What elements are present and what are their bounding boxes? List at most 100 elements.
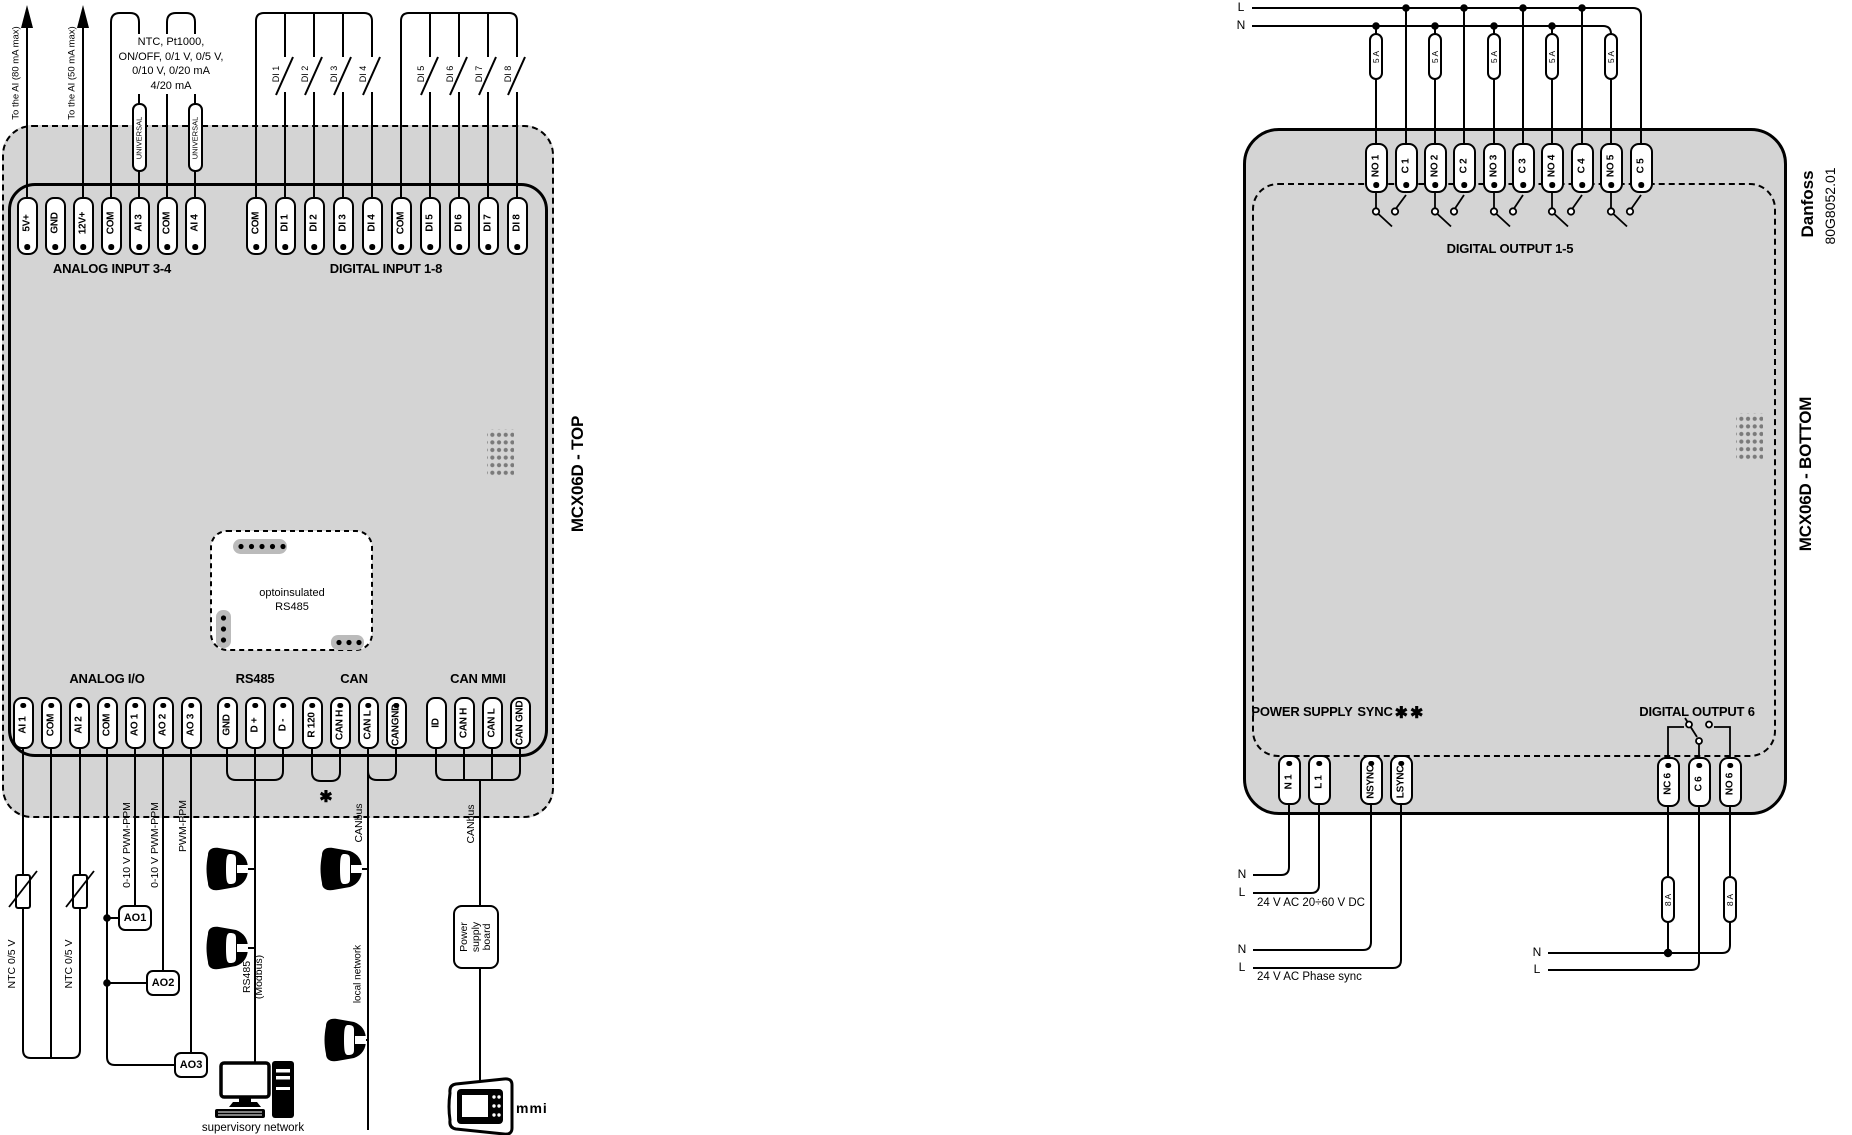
terminal-com-di1-4: COM: [245, 197, 267, 255]
terminal-dot: [76, 702, 82, 708]
terminal-dot: [24, 244, 30, 250]
unit-title-bottom: MCX06D - BOTTOM: [1796, 396, 1815, 552]
opto-label-line2: RS485: [275, 601, 309, 613]
power-supply-wiring: [1253, 800, 1402, 969]
terminal-com-2: COM: [96, 697, 118, 749]
supply-voltage-label: 24 V AC 20÷60 V DC: [1257, 897, 1365, 909]
fan-icon: [324, 1018, 366, 1062]
arrow-up-icon: [21, 5, 33, 28]
fuse-8a: 8 A: [1723, 876, 1737, 923]
wire-label-ao2-type: 0-10 V PWM-PPM: [149, 802, 161, 888]
sync-n-label: N: [1237, 942, 1247, 956]
fuse-8a: 8 A: [1661, 876, 1675, 923]
terminal-dot: [1398, 760, 1404, 766]
terminal-mmi-can-gnd: CAN GND: [509, 697, 531, 749]
terminal-di7: DI 7: [477, 197, 499, 255]
r120-asterisk: ✱: [319, 789, 333, 806]
wire-label-di6: DI 6: [445, 65, 455, 83]
wire-label-di4: DI 4: [358, 65, 368, 83]
terminal-c3: C 3: [1511, 143, 1535, 193]
terminal-ai3: AI 3: [128, 197, 150, 255]
supply-l-label: L: [1238, 885, 1246, 899]
terminal-dot: [253, 244, 259, 250]
ao1-actuator-box: AO1: [118, 905, 152, 931]
junction-dots: [103, 4, 1673, 987]
phase-sync-label: 24 V AC Phase sync: [1257, 971, 1362, 983]
terminal-dot: [164, 244, 170, 250]
terminal-dot: [160, 702, 166, 708]
terminal-can-l: CAN L: [357, 697, 379, 749]
fan-icon: [320, 847, 362, 891]
supply-n-label: N: [1237, 867, 1247, 881]
terminal-dot: [252, 702, 258, 708]
brand-logo: Danfoss: [1798, 170, 1817, 238]
fuse-5a: 5 A: [1369, 33, 1383, 80]
terminal-c1: C 1: [1394, 143, 1418, 193]
relay-contact-do6: [1667, 717, 1731, 760]
power-supply-board-box: Power supply board: [453, 905, 499, 969]
terminal-di4: DI 4: [361, 197, 383, 255]
terminal-dot: [1286, 760, 1292, 766]
wire-label-ao1-type: 0-10 V PWM-PPM: [121, 802, 133, 888]
terminal-dot: [1638, 182, 1644, 188]
wire-label-di2: DI 2: [300, 65, 310, 83]
do6-wiring: [1548, 800, 1731, 971]
terminal-dot: [52, 244, 58, 250]
section-digital-output-1-5: DIGITAL OUTPUT 1-5: [1446, 241, 1574, 256]
wire-label-ai-80ma: To the AI (80 mA max): [10, 26, 22, 120]
universal-input-tag: UNIVERSAL: [187, 103, 203, 172]
terminal-di3: DI 3: [332, 197, 354, 255]
terminal-nsync: NSYNC: [1359, 755, 1383, 805]
terminal-c6: C 6: [1687, 757, 1711, 807]
wire-label-ntc: NTC 0/5 V: [63, 939, 75, 989]
terminal-dot: [485, 244, 491, 250]
terminal-n1: N 1: [1277, 755, 1301, 805]
section-digital-input: DIGITAL INPUT 1-8: [329, 261, 443, 276]
terminal-di8: DI 8: [506, 197, 528, 255]
wire-label-di5: DI 5: [416, 65, 426, 83]
universal-input-tag: UNIVERSAL: [131, 103, 147, 172]
terminal-dot: [1432, 182, 1438, 188]
sensor-types-note: NTC, Pt1000, ON/OFF, 0/1 V, 0/5 V, 0/10 …: [115, 34, 227, 94]
terminal-di5: DI 5: [419, 197, 441, 255]
fuse-5a: 5 A: [1545, 33, 1559, 80]
terminal-ao2: AO 2: [152, 697, 174, 749]
section-analog-input: ANALOG INPUT 3-4: [52, 261, 172, 276]
terminal-nc6: NC 6: [1656, 757, 1680, 807]
wire-label-di7: DI 7: [474, 65, 484, 83]
terminal-mmi-can-l: CAN L: [481, 697, 503, 749]
terminal-dot: [1461, 182, 1467, 188]
terminal-di1: DI 1: [274, 197, 296, 255]
section-rs485: RS485: [235, 671, 275, 686]
terminal-ai4: AI 4: [184, 197, 206, 255]
terminal-dot: [280, 702, 286, 708]
line-n-label: N: [1236, 18, 1246, 32]
do6-l-label: L: [1533, 962, 1541, 976]
terminal-ai1: AI 1: [12, 697, 34, 749]
terminal-dot: [80, 244, 86, 250]
terminal-dot: [456, 244, 462, 250]
terminal-mmi-can-h: CAN H: [453, 697, 475, 749]
can-wiring: [311, 740, 397, 1130]
terminal-com-di5-8: COM: [390, 197, 412, 255]
wire-label-local-network: local network: [352, 944, 364, 1004]
terminal-dot: [514, 244, 520, 250]
terminal-rs485-gnd: GND: [216, 697, 238, 749]
terminal-dot: [1549, 182, 1555, 188]
terminal-dot: [365, 702, 371, 708]
terminal-dot: [104, 702, 110, 708]
thermistor-icon: [8, 870, 95, 909]
section-analog-io: ANALOG I/O: [69, 671, 145, 686]
arrow-up-icon: [77, 5, 89, 28]
terminal-ao1: AO 1: [124, 697, 146, 749]
wire-label-ntc: NTC 0/5 V: [6, 939, 18, 989]
terminal-dot: [1665, 762, 1671, 768]
mcx-bottom-body: [1243, 128, 1787, 815]
terminal-no4: NO 4: [1540, 143, 1564, 193]
terminal-dot: [192, 244, 198, 250]
terminal-dot: [393, 702, 399, 708]
terminal-dot: [188, 702, 194, 708]
terminal-ai2: AI 2: [68, 697, 90, 749]
terminal-dot: [1373, 182, 1379, 188]
